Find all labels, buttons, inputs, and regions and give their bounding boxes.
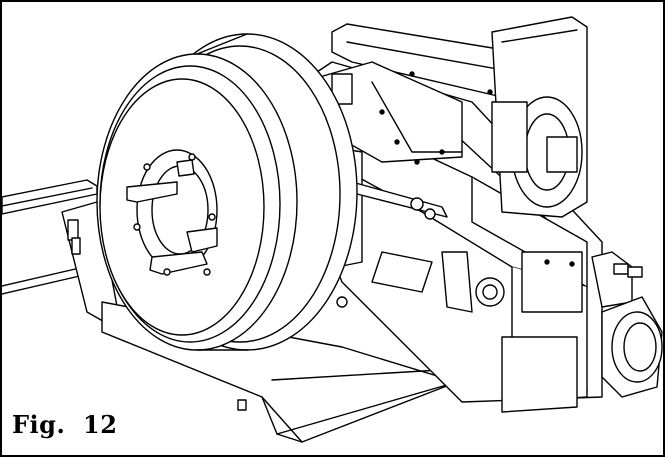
side-motor bbox=[591, 251, 663, 398]
wheel-rim bbox=[96, 33, 358, 351]
figure-caption: Fig. 12 bbox=[12, 410, 118, 439]
tray-fasteners bbox=[237, 296, 348, 411]
base-rail bbox=[2, 179, 98, 295]
rear-motor bbox=[491, 16, 588, 218]
clamp-jaws bbox=[126, 153, 218, 276]
body-bolts bbox=[379, 71, 575, 267]
